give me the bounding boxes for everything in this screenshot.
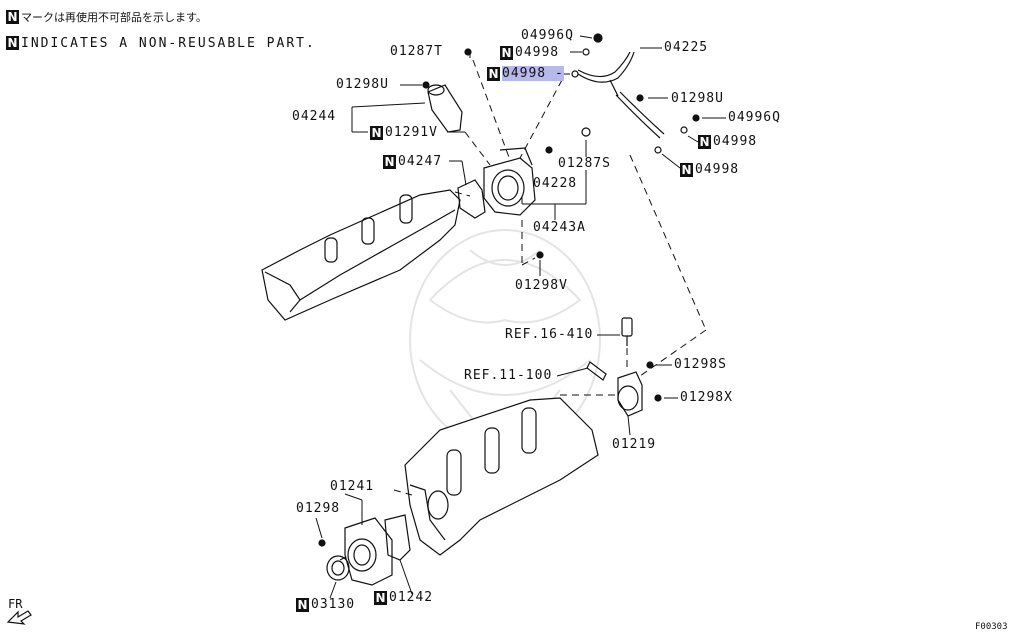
part-label-01287S[interactable]: 01287S	[558, 156, 611, 171]
part-label-04228[interactable]: 04228	[533, 176, 578, 191]
rocker-cover-upper	[261, 189, 461, 321]
part-label-01287T[interactable]: 01287T	[390, 44, 443, 59]
sensor-ref16	[621, 317, 633, 346]
figure-code: F00303	[975, 622, 1008, 632]
leader-lines	[315, 35, 726, 599]
ref-label-11-100[interactable]: REF.11-100	[464, 368, 553, 383]
part-label-01298S[interactable]: 01298S	[674, 357, 727, 372]
throttle-body	[483, 147, 536, 216]
legend-jp-text: マークは再使用不可部品を示します。	[21, 11, 207, 24]
bolt-icons	[318, 33, 700, 547]
part-label-04243A[interactable]: 04243A	[533, 220, 586, 235]
part-label-01298X[interactable]: 01298X	[680, 390, 733, 405]
part-label-01298[interactable]: 01298	[296, 501, 341, 516]
dashed-lines	[339, 59, 707, 561]
n-mark-icon: N	[6, 10, 19, 24]
housing-01241	[344, 517, 393, 586]
part-ref11	[586, 361, 607, 381]
part-label-04225[interactable]: 04225	[664, 40, 709, 55]
part-label-01298V[interactable]: 01298V	[515, 278, 568, 293]
part-label-01298U-right[interactable]: 01298U	[671, 91, 724, 106]
part-label-04996Q-right[interactable]: 04996Q	[728, 110, 781, 125]
part-label-01219[interactable]: 01219	[612, 437, 657, 452]
part-label-04996Q[interactable]: 04996Q	[521, 28, 574, 43]
ref-label-16-410[interactable]: REF.16-410	[505, 327, 594, 342]
housing-01219	[617, 371, 643, 417]
legend-en-text: INDICATES A NON-REUSABLE PART.	[21, 36, 316, 51]
hose-04225	[577, 51, 665, 139]
front-label: FR	[8, 597, 23, 611]
part-label-01241[interactable]: 01241	[330, 479, 375, 494]
solenoid-valve	[427, 84, 463, 133]
seal-03130	[326, 555, 350, 581]
front-arrow-icon	[6, 610, 32, 625]
gasket-04247	[457, 179, 486, 219]
gasket-01242	[384, 514, 411, 561]
n-mark-icon: N	[6, 36, 19, 50]
part-label-01298U[interactable]: 01298U	[336, 77, 389, 92]
lower-manifold	[404, 397, 599, 556]
part-label-04244[interactable]: 04244	[292, 109, 337, 124]
